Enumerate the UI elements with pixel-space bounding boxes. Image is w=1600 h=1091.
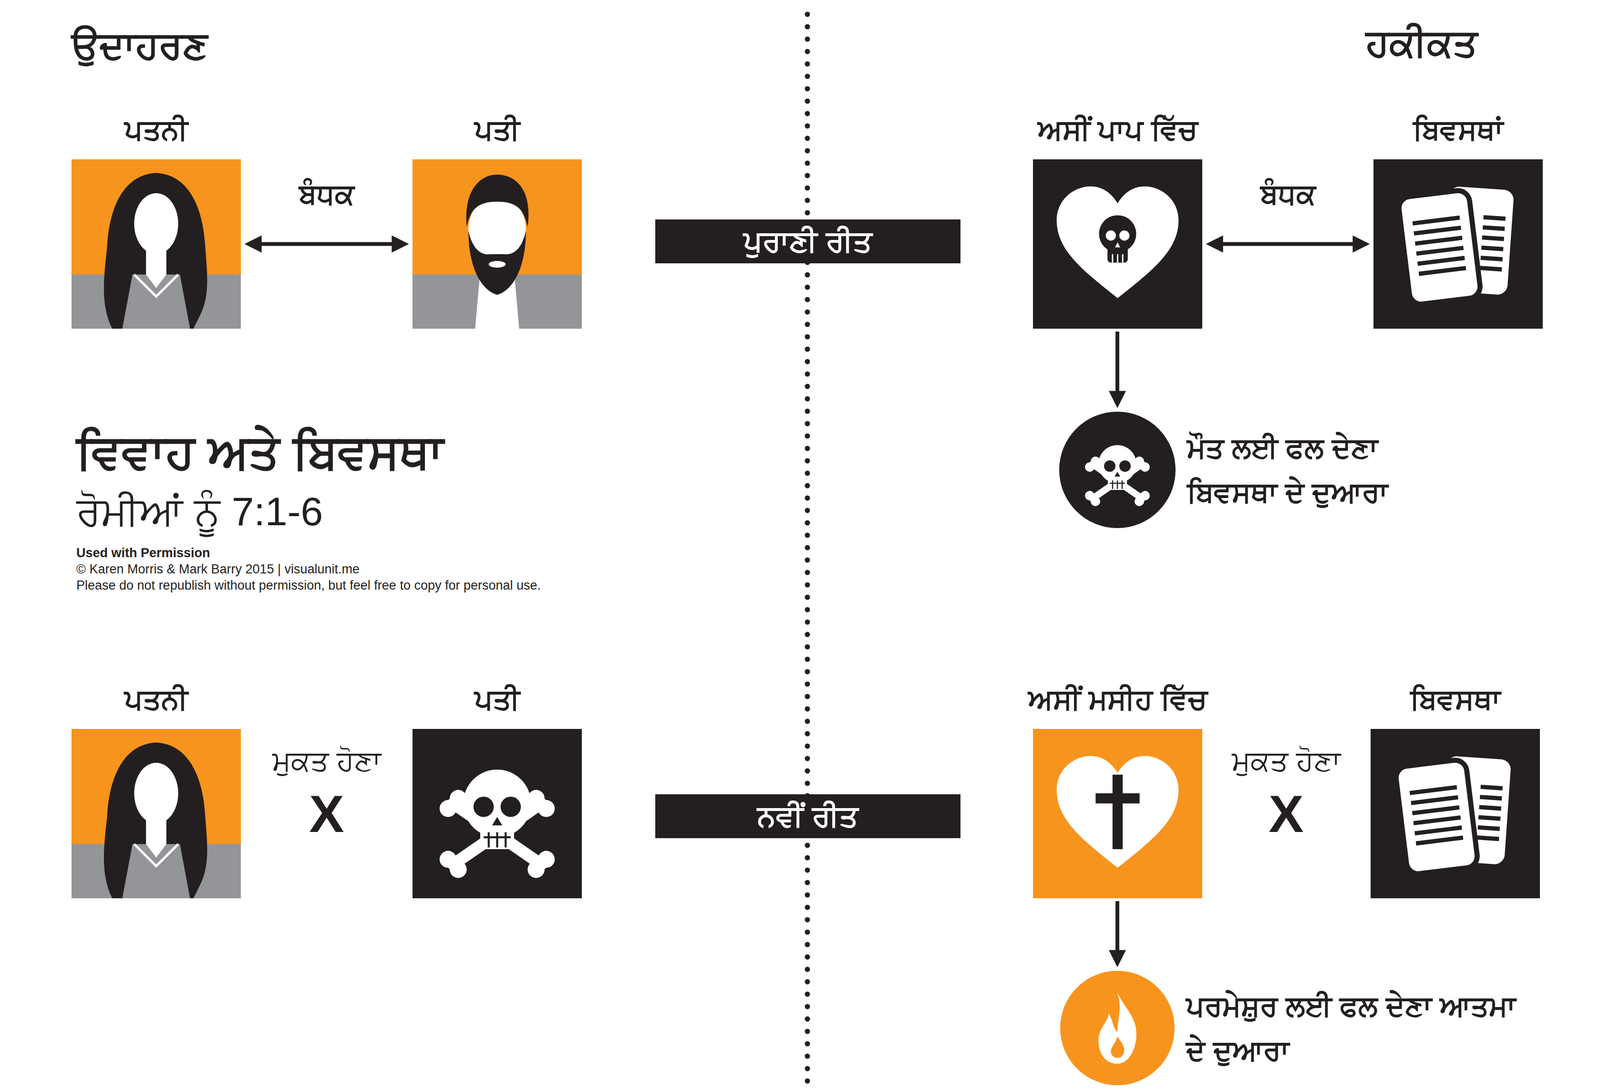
- connector-arrow: [1115, 900, 1120, 960]
- picture-box: ਪਤਨੀ: [71, 159, 241, 329]
- cross-mark: X: [1268, 783, 1304, 845]
- picture-box: ਬਿਵਸਥਾ: [1370, 728, 1540, 899]
- box-heading: ਬਿਵਸਥਾ: [1410, 681, 1501, 717]
- christ-heart-icon: [1032, 728, 1203, 899]
- usage-note: Please do not republish without permissi…: [76, 578, 541, 593]
- band-label: ਨਵੀਂ ਰੀਤ: [757, 798, 858, 834]
- box-heading: ਅਸੀਂ ਮਸੀਹ ਵਿੱਚ: [1028, 681, 1207, 717]
- box-heading: ਪਤਨੀ: [124, 681, 188, 717]
- cross-mark: X: [309, 783, 344, 845]
- spirit-circle: [1060, 970, 1175, 1085]
- picture-box: ਬਿਵਸਥਾਂ: [1373, 159, 1543, 329]
- section-heading: ਹਕੀਕਤ: [1365, 20, 1478, 65]
- diagram-title: ਵਿਵਾਹ ਅਤੇ ਬਿਵਸਥਾ: [76, 423, 444, 479]
- picture-box: ਪਤੀ: [412, 159, 582, 329]
- era-band: ਪੁਰਾਣੀ ਰੀਤ: [655, 219, 961, 264]
- box-heading: ਪਤੀ: [474, 681, 520, 717]
- death-circle: [1059, 411, 1176, 528]
- connector-arrow: [1212, 242, 1363, 247]
- relation-label: ਬੰਧਕ: [296, 176, 358, 210]
- husband-portrait: [412, 159, 582, 329]
- era-band: ਨਵੀਂ ਰੀਤ: [655, 794, 961, 838]
- picture-box: ਪਤਨੀ: [71, 728, 241, 899]
- result-text: ਪਰਮੇਸ਼ੁਰ ਲਈ ਫਲ ਦੇਣਾ ਆਤਮਾ ਦੇ ਦੁਆਰਾ: [1186, 983, 1530, 1073]
- result-circle: ਪਰਮੇਸ਼ੁਰ ਲਈ ਫਲ ਦੇਣਾ ਆਤਮਾ ਦੇ ਦੁਆਰਾ: [1060, 970, 1175, 1085]
- connector-arrow: [251, 242, 403, 247]
- dead-husband-icon: [412, 728, 582, 899]
- relation-label: ਮੁਕਤ ਹੋਣਾ: [1231, 743, 1341, 777]
- relation-label: ਬੰਧਕ: [1257, 176, 1319, 210]
- scripture-reference: ਰੋਮੀਆਂ ਨੂੰ 7:1-6: [76, 488, 323, 535]
- box-heading: ਪਤਨੀ: [124, 112, 188, 147]
- connector-arrow: [1115, 331, 1120, 402]
- picture-box: ਅਸੀਂ ਪਾਪ ਵਿੱਚ: [1032, 159, 1203, 329]
- copyright-note: © Karen Morris & Mark Barry 2015 | visua…: [76, 561, 360, 577]
- sin-heart-icon: [1032, 159, 1203, 329]
- flame-icon: [1098, 991, 1137, 1064]
- result-circle: ਮੌਤ ਲਈ ਫਲ ਦੇਣਾ ਬਿਵਸਥਾ ਦੇ ਦੁਆਰਾ: [1059, 411, 1176, 528]
- band-label: ਪੁਰਾਣੀ ਰੀਤ: [743, 223, 872, 259]
- picture-box: ਅਸੀਂ ਮਸੀਹ ਵਿੱਚ: [1032, 728, 1203, 899]
- law-tablets-icon: [1370, 728, 1540, 899]
- wife-portrait: [71, 728, 241, 899]
- permission-note: Used with Permission: [76, 545, 211, 561]
- result-text: ਮੌਤ ਲਈ ਫਲ ਦੇਣਾ ਬਿਵਸਥਾ ਦੇ ਦੁਆਰਾ: [1187, 425, 1474, 515]
- picture-box: ਪਤੀ: [412, 728, 582, 899]
- law-tablets-icon: [1373, 159, 1543, 329]
- relation-label: ਮੁਕਤ ਹੋਣਾ: [272, 743, 382, 777]
- box-heading: ਬਿਵਸਥਾਂ: [1413, 112, 1504, 147]
- divider-dots: [805, 14, 811, 1084]
- skull-icon: [1084, 444, 1150, 506]
- section-heading: ਉਦਾਹਰਣ: [71, 23, 208, 68]
- box-heading: ਅਸੀਂ ਪਾਪ ਵਿੱਚ: [1037, 112, 1198, 147]
- box-heading: ਪਤੀ: [474, 112, 520, 147]
- wife-portrait: [71, 159, 241, 329]
